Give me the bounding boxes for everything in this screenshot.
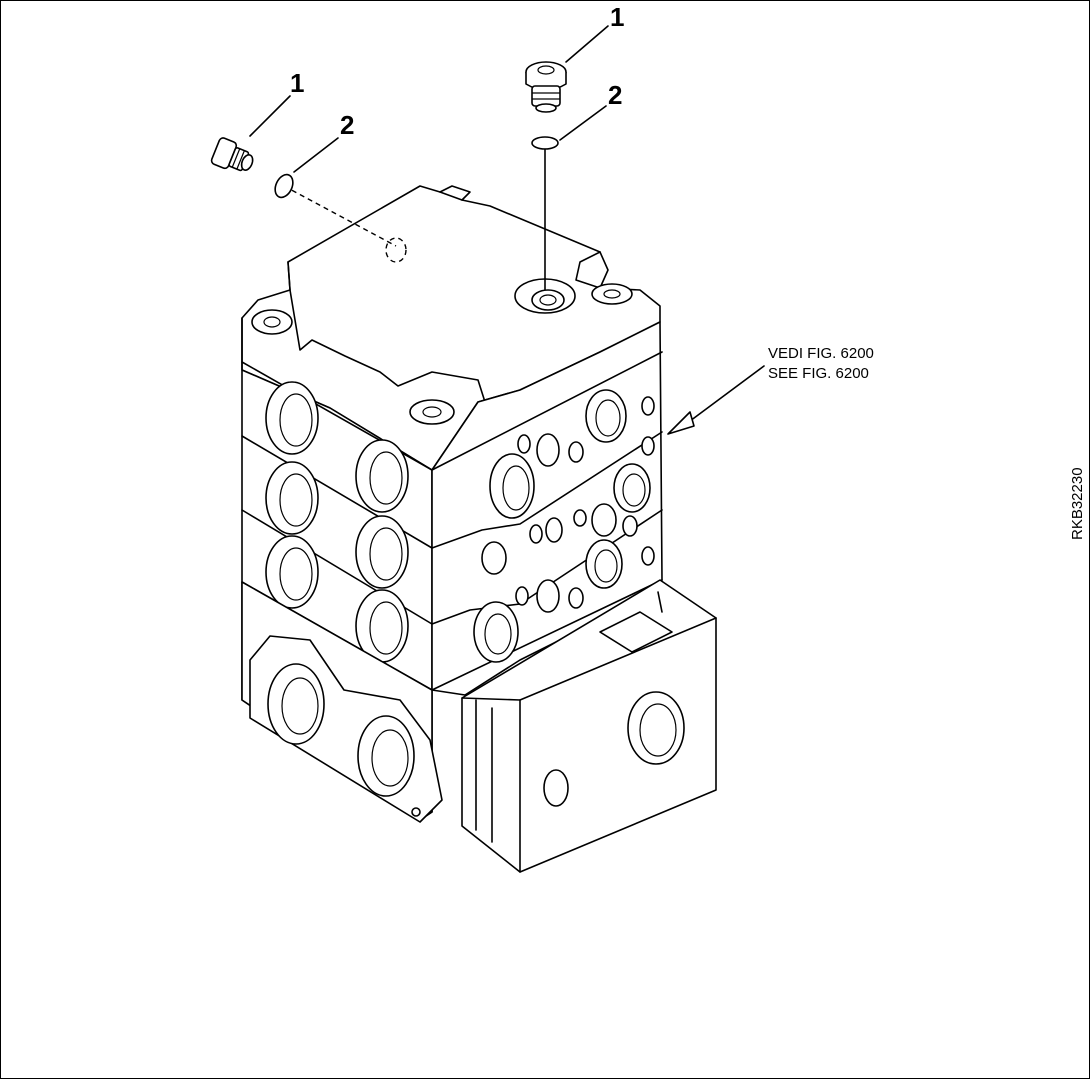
plug-top bbox=[525, 61, 567, 113]
right-ports bbox=[473, 389, 655, 663]
reference-arrow bbox=[667, 365, 765, 435]
callout-plug-top: 1 bbox=[610, 2, 624, 32]
oring-left bbox=[274, 173, 294, 199]
inlet-section bbox=[241, 579, 717, 873]
oring-top bbox=[531, 136, 559, 150]
valve-block bbox=[241, 185, 717, 873]
drawing-code: RKB32230 bbox=[1069, 467, 1086, 540]
reference-text-italian: VEDI FIG. 6200 bbox=[768, 345, 874, 362]
callout-plug-left: 1 bbox=[290, 68, 304, 98]
callout-oring-left: 2 bbox=[340, 110, 354, 140]
callout-oring-top: 2 bbox=[608, 80, 622, 110]
reference-text-english: SEE FIG. 6200 bbox=[768, 365, 869, 382]
plug-top-group bbox=[525, 25, 609, 291]
plug-left bbox=[210, 137, 254, 172]
plug-left-group bbox=[210, 95, 339, 199]
left-ports bbox=[265, 381, 409, 663]
end-cover bbox=[461, 579, 717, 873]
